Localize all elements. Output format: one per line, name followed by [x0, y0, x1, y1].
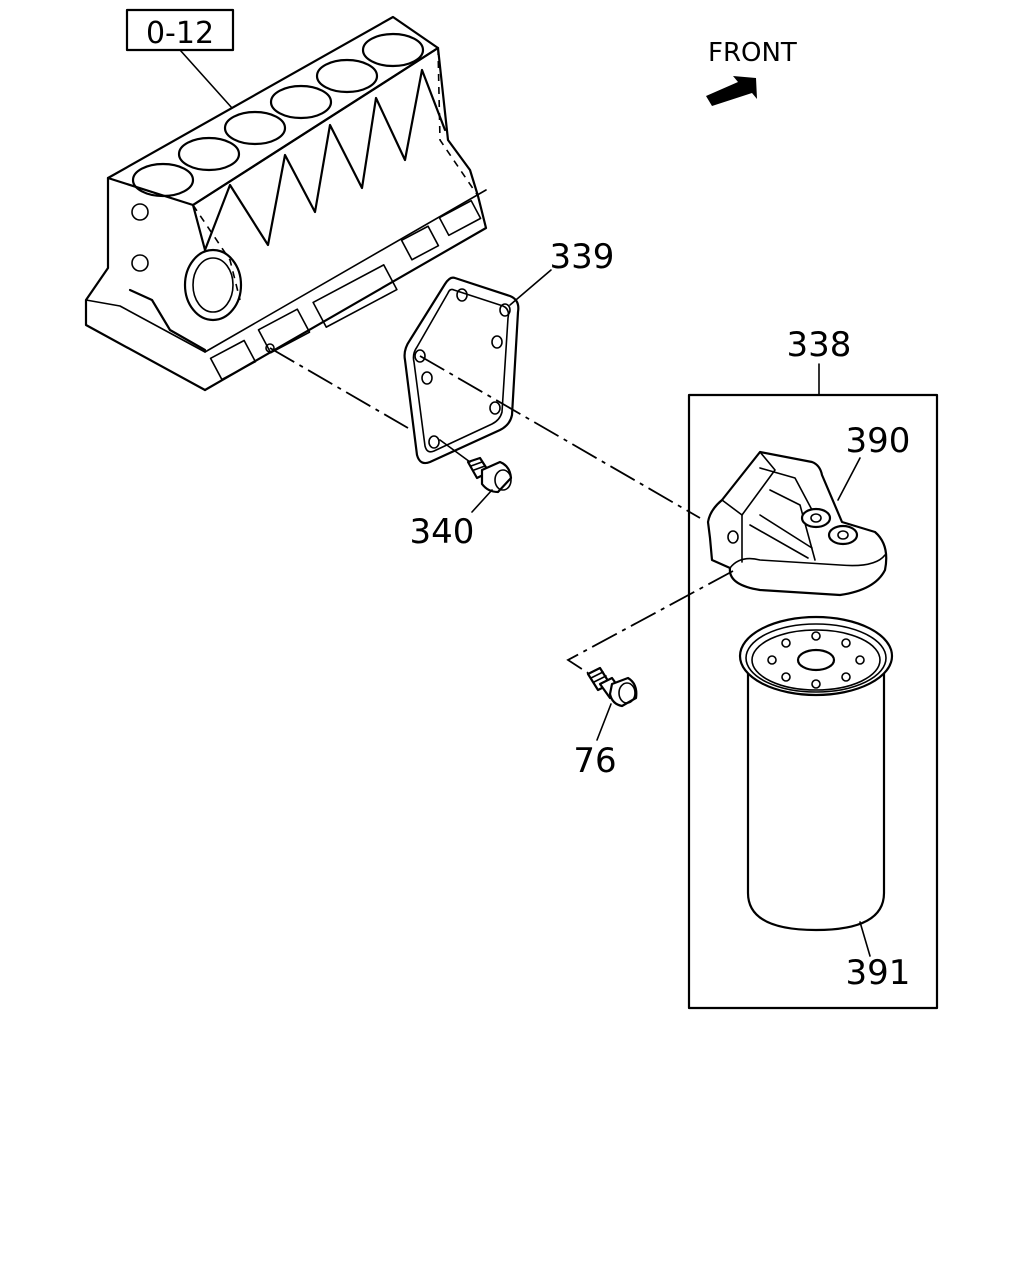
bolt-76[interactable] — [586, 666, 638, 708]
leader-391 — [859, 921, 871, 957]
assembly-box-338 — [687, 393, 939, 1010]
callout-340: 340 — [410, 512, 475, 552]
filter-cartridge-391[interactable] — [738, 615, 894, 932]
reference-leader — [179, 49, 233, 109]
leader-76 — [596, 703, 612, 741]
reference-box[interactable]: 0-12 — [125, 8, 235, 52]
centerline-gasket-bracket — [419, 355, 701, 519]
centerline-block-gasket — [269, 347, 409, 429]
leader-390 — [837, 457, 861, 501]
bolt-340[interactable] — [466, 456, 513, 494]
cylinder-bore — [315, 58, 379, 94]
reference-box-label: 0-12 — [146, 16, 214, 51]
engine-block — [84, 15, 488, 392]
callout-391: 391 — [846, 953, 911, 993]
callout-390: 390 — [846, 421, 911, 461]
gasket-339[interactable] — [403, 276, 520, 465]
cylinder-bore — [223, 110, 287, 146]
cylinder-bore — [177, 136, 241, 172]
filter-bracket-390[interactable] — [706, 450, 888, 597]
cylinder-bore — [361, 32, 425, 68]
front-label: FRONT — [708, 38, 797, 68]
callout-339: 339 — [550, 237, 615, 277]
centerline-340 — [439, 439, 471, 463]
front-arrow-icon — [706, 76, 757, 106]
leader-340 — [471, 489, 493, 513]
leader-339 — [509, 269, 552, 306]
cylinder-bore — [269, 84, 333, 120]
callout-338: 338 — [787, 325, 852, 365]
cylinder-bore — [131, 162, 195, 198]
centerline-bolt-bracket — [566, 570, 734, 674]
callout-76: 76 — [573, 741, 616, 781]
